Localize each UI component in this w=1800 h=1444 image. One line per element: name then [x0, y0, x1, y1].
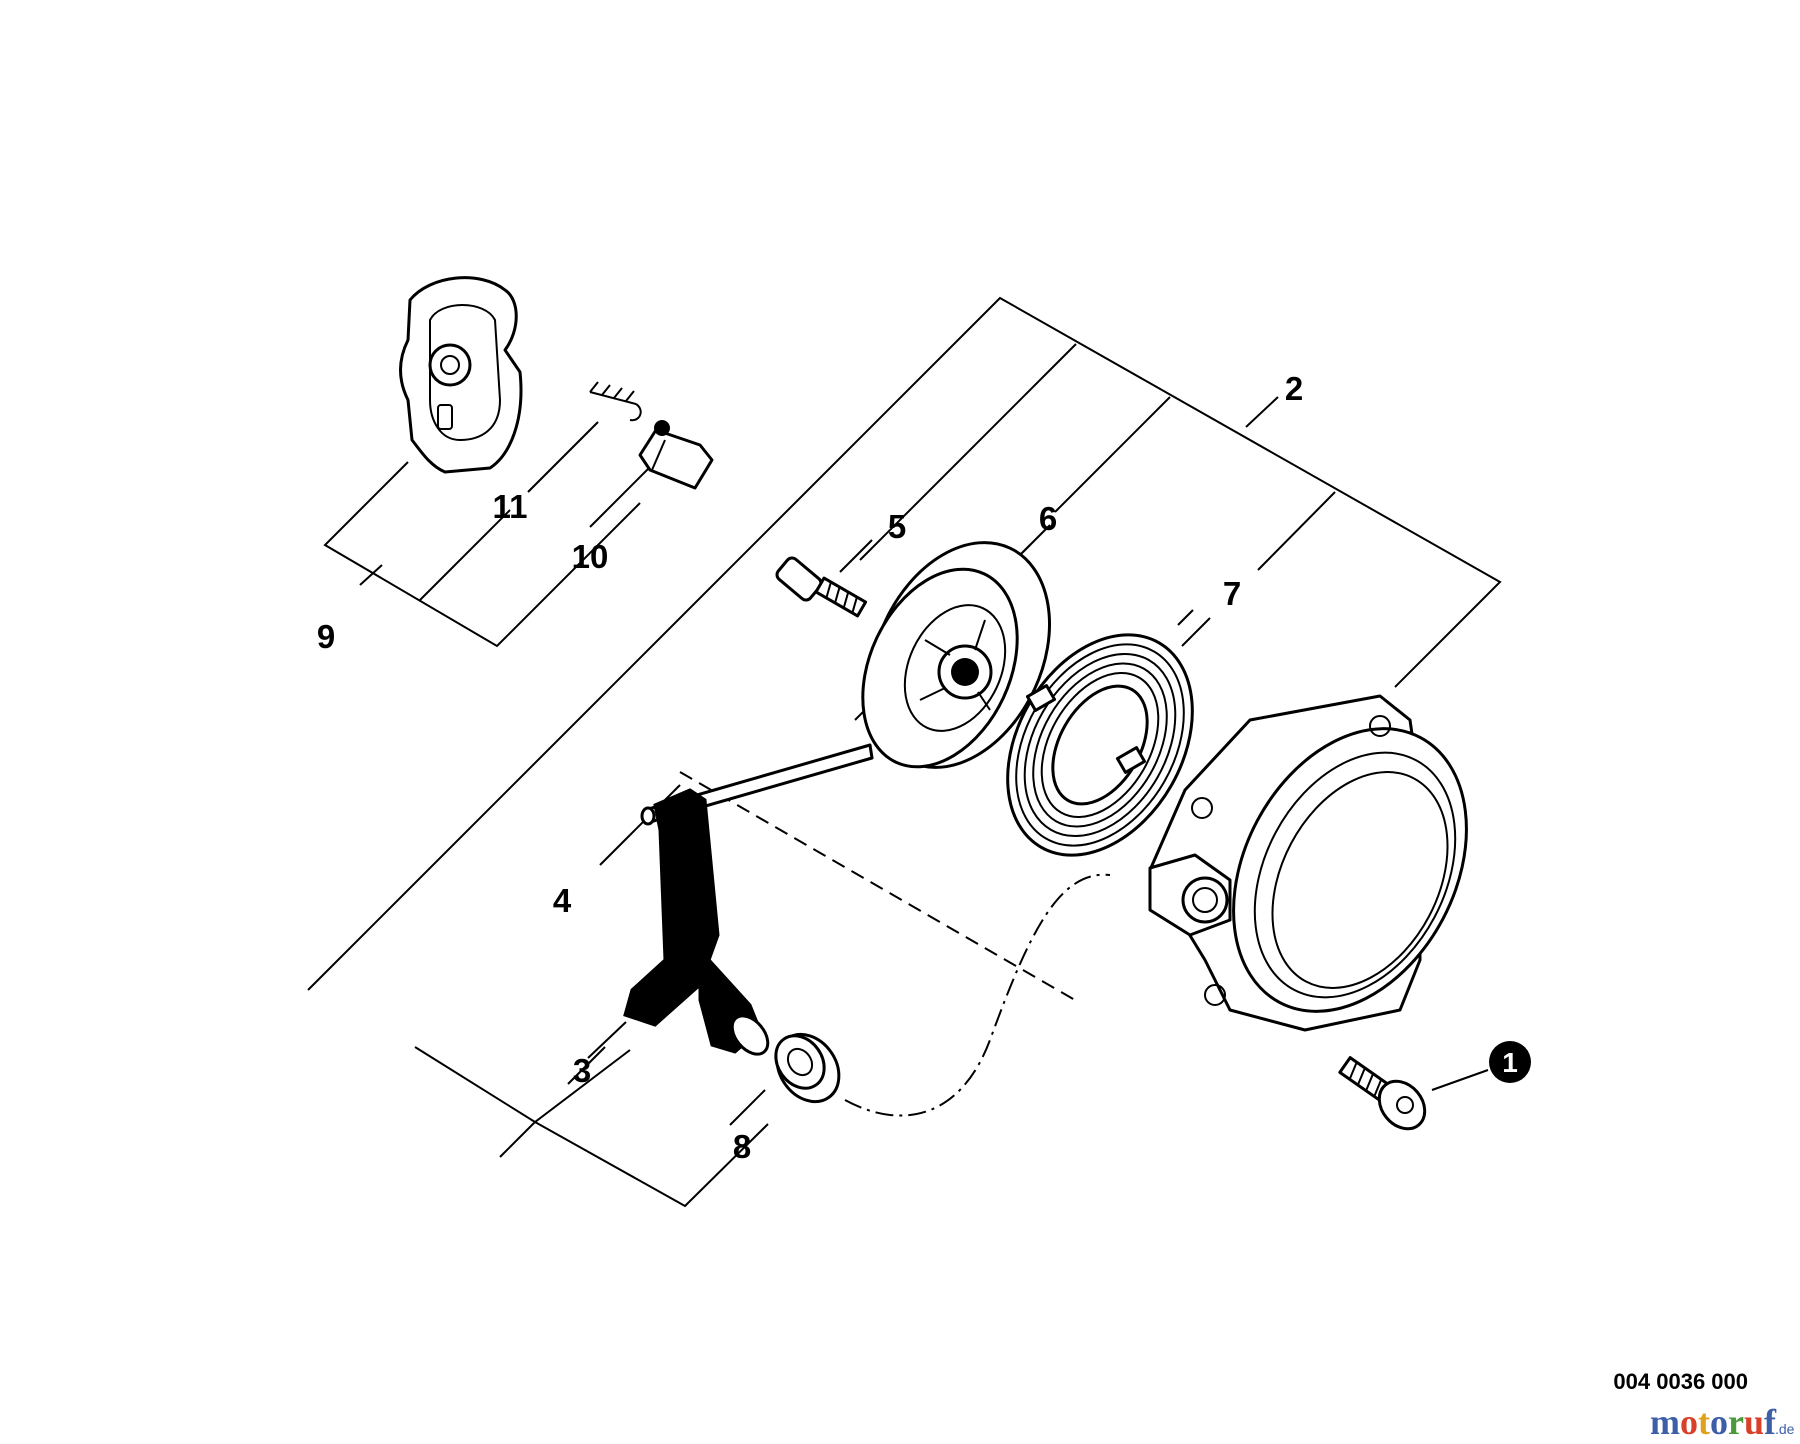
callout-1: 1	[1502, 1047, 1518, 1078]
callout-10: 10	[572, 538, 609, 575]
watermark-letter: t	[1698, 1402, 1710, 1442]
watermark-letter: u	[1744, 1402, 1764, 1442]
callout-badge-1	[1489, 1041, 1531, 1083]
svg-text:motoruf: motoruf	[1650, 1402, 1777, 1442]
watermark-letter: m	[1650, 1402, 1680, 1442]
watermark-tld: .de	[1775, 1421, 1795, 1437]
callout-8: 8	[733, 1128, 751, 1165]
callout-7: 7	[1223, 575, 1241, 612]
spiral-spring-part	[1006, 633, 1194, 857]
callout-4: 4	[553, 882, 572, 919]
bolt-part-5	[775, 556, 868, 618]
callout-2: 2	[1285, 370, 1303, 407]
starter-cover-part	[399, 276, 523, 474]
screw-part-1	[1338, 1056, 1427, 1131]
callout-9: 9	[317, 618, 335, 655]
handle-part	[623, 788, 770, 1056]
spring-part	[589, 381, 642, 422]
rope-path	[679, 771, 1111, 1117]
callout-labels: 1 2 3 4 5 6 7 8 9 10 11	[317, 370, 1531, 1165]
callout-11: 11	[493, 488, 528, 525]
reel-part	[861, 541, 1051, 769]
drawing-reference-code: 004 0036 000	[1613, 1369, 1748, 1394]
grommet-part	[774, 1032, 841, 1104]
callout-3: 3	[573, 1052, 591, 1089]
watermark-letter: f	[1764, 1402, 1777, 1442]
callout-5: 5	[888, 508, 906, 545]
watermark-letter: o	[1680, 1402, 1698, 1442]
callout-6: 6	[1039, 500, 1057, 537]
ratchet-part	[638, 420, 714, 490]
watermark-logo: motoruf .de	[1650, 1402, 1795, 1442]
watermark-letter: o	[1710, 1402, 1728, 1442]
starter-housing-part	[1148, 694, 1468, 1032]
watermark-letter: r	[1728, 1402, 1744, 1442]
